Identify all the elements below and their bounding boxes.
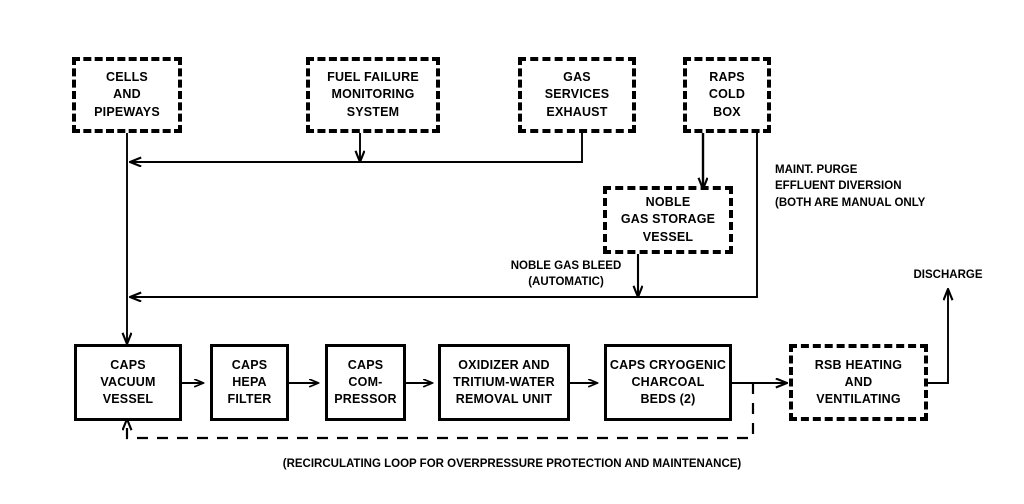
node-caps-compressor[interactable]: CAPS COM- PRESSOR	[325, 344, 406, 421]
node-line: HEPA	[232, 374, 267, 389]
node-line: COM-	[348, 374, 383, 389]
node-fuel-failure-monitoring-system[interactable]: FUEL FAILURE MONITORING SYSTEM	[306, 57, 440, 133]
node-oxidizer-tritium-water-removal-unit[interactable]: OXIDIZER AND TRITIUM-WATER REMOVAL UNIT	[438, 344, 570, 421]
node-line: FUEL FAILURE	[327, 70, 419, 85]
annotation-discharge-label: DISCHARGE	[888, 267, 1008, 283]
node-line: GAS STORAGE	[620, 212, 716, 227]
node-line: OXIDIZER AND	[458, 357, 550, 372]
annotation-noble-gas-bleed-note: NOBLE GAS BLEED (AUTOMATIC)	[500, 258, 632, 291]
node-line: BEDS (2)	[640, 392, 696, 407]
node-line: SYSTEM	[346, 104, 400, 119]
node-line: CAPS	[347, 357, 384, 372]
node-gas-services-exhaust[interactable]: GAS SERVICES EXHAUST	[518, 57, 636, 133]
node-line: RSB HEATING	[814, 357, 903, 372]
annotation-line: DISCHARGE	[913, 269, 983, 281]
node-raps-cold-box[interactable]: RAPS COLD BOX	[683, 57, 771, 133]
annotation-maint-purge-note: MAINT. PURGE EFFLUENT DIVERSION (BOTH AR…	[775, 162, 925, 211]
node-line: VESSEL	[642, 229, 694, 244]
node-caps-vacuum-vessel[interactable]: CAPS VACUUM VESSEL	[74, 344, 182, 421]
node-line: CAPS	[231, 357, 268, 372]
annotation-line: (BOTH ARE MANUAL ONLY	[775, 196, 926, 209]
node-line: PIPEWAYS	[94, 104, 160, 119]
node-noble-gas-storage-vessel[interactable]: NOBLE GAS STORAGE VESSEL	[603, 186, 733, 254]
annotation-recirculating-loop-note: (RECIRCULATING LOOP FOR OVERPRESSURE PRO…	[112, 456, 912, 472]
annotation-line: (AUTOMATIC)	[528, 276, 604, 289]
node-line: AND	[844, 374, 873, 389]
node-line: BOX	[713, 104, 741, 119]
node-line: CHARCOAL	[631, 374, 705, 389]
node-line: GAS	[563, 70, 591, 85]
node-line: CELLS	[106, 70, 148, 85]
node-line: AND	[113, 87, 141, 102]
node-line: FILTER	[227, 392, 272, 407]
node-line: SERVICES	[544, 87, 610, 102]
node-line: CAPS CRYOGENIC	[609, 357, 727, 372]
node-line: VESSEL	[102, 392, 154, 407]
node-line: RAPS	[709, 70, 745, 85]
node-line: PRESSOR	[334, 392, 397, 407]
node-line: VACUUM	[100, 374, 156, 389]
node-line: NOBLE	[645, 195, 691, 210]
node-line: MONITORING	[331, 87, 415, 102]
wire-rsb-to-discharge	[926, 290, 948, 384]
node-caps-cryogenic-charcoal-beds[interactable]: CAPS CRYOGENIC CHARCOAL BEDS (2)	[604, 344, 732, 421]
annotation-line: MAINT. PURGE	[775, 164, 858, 176]
node-line: VENTILATING	[816, 392, 901, 407]
node-caps-hepa-filter[interactable]: CAPS HEPA FILTER	[210, 344, 289, 421]
node-line: EXHAUST	[546, 104, 608, 119]
annotation-line: EFFLUENT DIVERSION	[775, 180, 902, 193]
node-line: REMOVAL UNIT	[455, 392, 553, 407]
node-line: TRITIUM-WATER	[453, 374, 555, 389]
wire-gas-services-exhaust-to-trunk	[131, 133, 583, 162]
annotation-line: (RECIRCULATING LOOP FOR OVERPRESSURE PRO…	[282, 458, 742, 470]
annotation-line: NOBLE GAS BLEED	[510, 260, 622, 272]
node-cells-and-pipeways[interactable]: CELLS AND PIPEWAYS	[72, 57, 182, 133]
node-line: CAPS	[110, 357, 146, 372]
node-rsb-heating-and-ventilating[interactable]: RSB HEATING AND VENTILATING	[789, 344, 928, 421]
node-line: COLD	[708, 87, 746, 102]
